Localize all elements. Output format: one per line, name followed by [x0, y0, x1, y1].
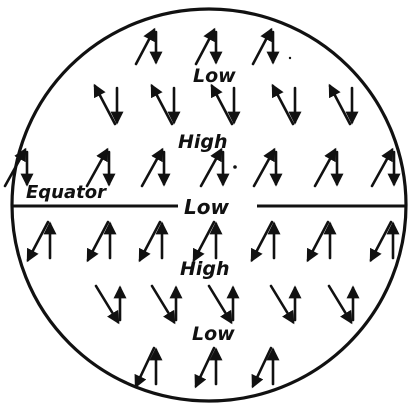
- wind-arrow: [96, 286, 118, 322]
- wind-arrow-pair: [28, 222, 50, 260]
- wind-arrow-pair: [196, 30, 216, 64]
- wind-arrow: [372, 150, 392, 186]
- wind-arrow: [308, 222, 328, 260]
- wind-arrow: [212, 86, 232, 124]
- wind-arrow: [152, 286, 174, 322]
- wind-arrow-pair: [142, 150, 164, 186]
- high-pressure-label-lower: High: [180, 258, 230, 280]
- wind-arrow-pair: [201, 150, 223, 186]
- wind-arrow: [142, 150, 162, 186]
- wind-arrow: [140, 222, 160, 260]
- wind-arrow: [136, 30, 154, 64]
- wind-arrow: [273, 86, 293, 124]
- wind-arrow: [196, 30, 214, 64]
- wind-arrow: [254, 150, 274, 186]
- wind-arrow: [253, 348, 271, 386]
- wind-arrow-pair: [5, 150, 27, 186]
- wind-arrow-pair: [254, 150, 276, 186]
- wind-arrow: [371, 222, 391, 260]
- south-westerlies-wind-row: [96, 286, 353, 322]
- wind-arrow: [136, 348, 154, 386]
- wind-arrow: [87, 150, 107, 186]
- low-pressure-label-equator: Low: [184, 195, 229, 219]
- wind-arrow: [209, 286, 231, 322]
- print-speck: [233, 165, 237, 169]
- wind-arrow: [196, 348, 214, 386]
- wind-arrow-pair: [87, 150, 109, 186]
- wind-arrow-pair: [152, 286, 176, 322]
- wind-arrow-pair: [140, 222, 162, 260]
- wind-arrow-pair: [330, 86, 352, 124]
- north-trades-wind-row: [5, 150, 394, 186]
- south-polar-wind-row: [136, 348, 273, 386]
- wind-arrow-pair: [371, 222, 393, 260]
- wind-arrow-pair: [88, 222, 110, 260]
- wind-arrow: [253, 30, 271, 64]
- wind-arrow: [201, 150, 221, 186]
- wind-arrow: [315, 150, 335, 186]
- wind-arrow-pair: [136, 30, 156, 64]
- wind-arrow-pair: [196, 348, 216, 386]
- wind-arrow-pair: [96, 286, 120, 322]
- equator-label: Equator: [26, 182, 107, 203]
- wind-arrow-pair: [271, 286, 295, 322]
- wind-arrow: [330, 86, 350, 124]
- wind-arrow-pair: [308, 222, 330, 260]
- wind-arrow-pair: [329, 286, 353, 322]
- wind-arrow: [88, 222, 108, 260]
- wind-arrow: [28, 222, 48, 260]
- wind-arrow-pair: [372, 150, 394, 186]
- wind-arrow: [329, 286, 351, 322]
- print-speck: [289, 57, 291, 59]
- wind-arrow-pair: [136, 348, 156, 386]
- wind-arrow-pair: [252, 222, 274, 260]
- north-westerlies-wind-row: [95, 86, 352, 124]
- wind-arrow: [271, 286, 293, 322]
- wind-arrow-pair: [152, 86, 174, 124]
- south-trades-wind-row: [28, 222, 393, 260]
- wind-arrow-pair: [209, 286, 233, 322]
- wind-arrow: [152, 86, 172, 124]
- wind-arrow: [95, 86, 115, 124]
- wind-arrow: [194, 222, 214, 260]
- wind-arrow-pair: [95, 86, 117, 124]
- wind-arrow-pair: [194, 222, 216, 260]
- wind-arrow-pair: [315, 150, 337, 186]
- wind-arrow-pair: [253, 30, 273, 64]
- wind-arrow-pair: [212, 86, 234, 124]
- high-pressure-label-upper: High: [178, 131, 228, 153]
- low-pressure-label-top: Low: [193, 65, 236, 87]
- north-polar-wind-row: [136, 30, 273, 64]
- low-pressure-label-bottom: Low: [192, 323, 235, 345]
- wind-arrow: [252, 222, 272, 260]
- wind-arrow-pair: [253, 348, 273, 386]
- wind-arrow-pair: [273, 86, 295, 124]
